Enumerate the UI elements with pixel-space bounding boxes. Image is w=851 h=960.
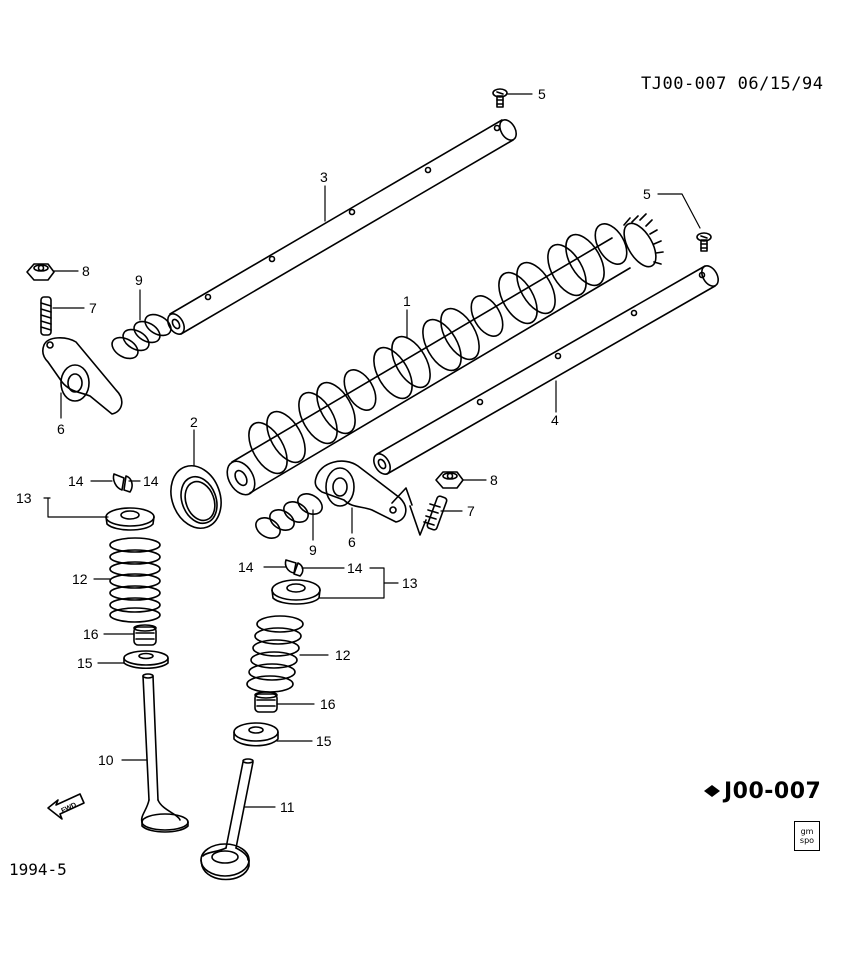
callout-8-left: 8 bbox=[82, 263, 90, 279]
callout-13-right: 13 bbox=[402, 575, 418, 591]
rocker-shaft-upper bbox=[167, 119, 517, 335]
callout-5-top: 5 bbox=[538, 86, 546, 102]
callout-14-b: 14 bbox=[143, 473, 159, 489]
callout-13-left: 13 bbox=[16, 490, 32, 506]
valve-left bbox=[140, 673, 189, 833]
callout-14-c: 14 bbox=[238, 559, 254, 575]
valve-spring-left bbox=[109, 537, 161, 623]
callout-16-left: 16 bbox=[83, 626, 99, 642]
gm-spo-stamp: gm spo bbox=[794, 821, 820, 851]
callout-15-right: 15 bbox=[316, 733, 332, 749]
callout-8-right: 8 bbox=[490, 472, 498, 488]
camshaft bbox=[226, 213, 664, 496]
adjusting-screw-left bbox=[40, 296, 52, 336]
callout-6-right: 6 bbox=[348, 534, 356, 550]
callout-labels: 5 3 5 8 9 7 1 4 6 2 14 14 13 8 7 6 9 14 … bbox=[16, 86, 651, 815]
callout-5-right: 5 bbox=[643, 186, 651, 202]
drawing-reference: TJ00-007 06/15/94 bbox=[641, 74, 824, 94]
keepers-right bbox=[284, 559, 304, 577]
callout-9-right: 9 bbox=[309, 542, 317, 558]
callout-7-right: 7 bbox=[467, 503, 475, 519]
nut-right bbox=[435, 471, 464, 489]
spring-seat-left bbox=[123, 650, 169, 670]
footer-date: 1994-5 bbox=[9, 860, 67, 879]
brand-mark-icon bbox=[704, 785, 720, 797]
valve-spring-right bbox=[246, 615, 304, 693]
callout-10: 10 bbox=[98, 752, 114, 768]
callout-11: 11 bbox=[280, 799, 295, 815]
stem-seal-right bbox=[254, 691, 278, 713]
rocker-spring-left bbox=[111, 313, 172, 360]
diagram-code: J00-007 bbox=[724, 779, 822, 804]
rocker-arm-right bbox=[314, 460, 427, 536]
retainer-left bbox=[105, 507, 155, 531]
retainer-right bbox=[271, 579, 321, 605]
valve-right bbox=[200, 758, 254, 881]
callout-14-d: 14 bbox=[347, 560, 363, 576]
keepers-left bbox=[112, 473, 133, 493]
callout-14-a: 14 bbox=[68, 473, 84, 489]
rocker-shaft-lower bbox=[373, 265, 719, 475]
screw-right bbox=[696, 232, 712, 252]
rocker-arm-left bbox=[42, 337, 123, 415]
callout-16-right: 16 bbox=[320, 696, 336, 712]
callout-12-right: 12 bbox=[335, 647, 351, 663]
callout-1: 1 bbox=[403, 293, 411, 309]
stamp-line-2: spo bbox=[799, 836, 815, 845]
callout-6-left: 6 bbox=[57, 421, 65, 437]
screw-top bbox=[492, 88, 508, 108]
stamp-line-1: gm bbox=[800, 827, 814, 836]
callout-9-left: 9 bbox=[135, 272, 143, 288]
callout-15-left: 15 bbox=[77, 655, 93, 671]
callout-2: 2 bbox=[190, 414, 198, 430]
oil-seal bbox=[170, 465, 222, 529]
spring-seat-right bbox=[233, 722, 279, 747]
rocker-spring-right bbox=[255, 493, 323, 539]
forward-arrow: FWD bbox=[47, 793, 85, 820]
callout-12-left: 12 bbox=[72, 571, 88, 587]
leader-lines bbox=[43, 93, 701, 808]
nut-left bbox=[26, 263, 55, 281]
callout-7-left: 7 bbox=[89, 300, 97, 316]
adjusting-screw-right bbox=[423, 495, 448, 531]
stem-seal-left bbox=[133, 624, 157, 646]
callout-3: 3 bbox=[320, 169, 328, 185]
callout-4: 4 bbox=[551, 412, 559, 428]
